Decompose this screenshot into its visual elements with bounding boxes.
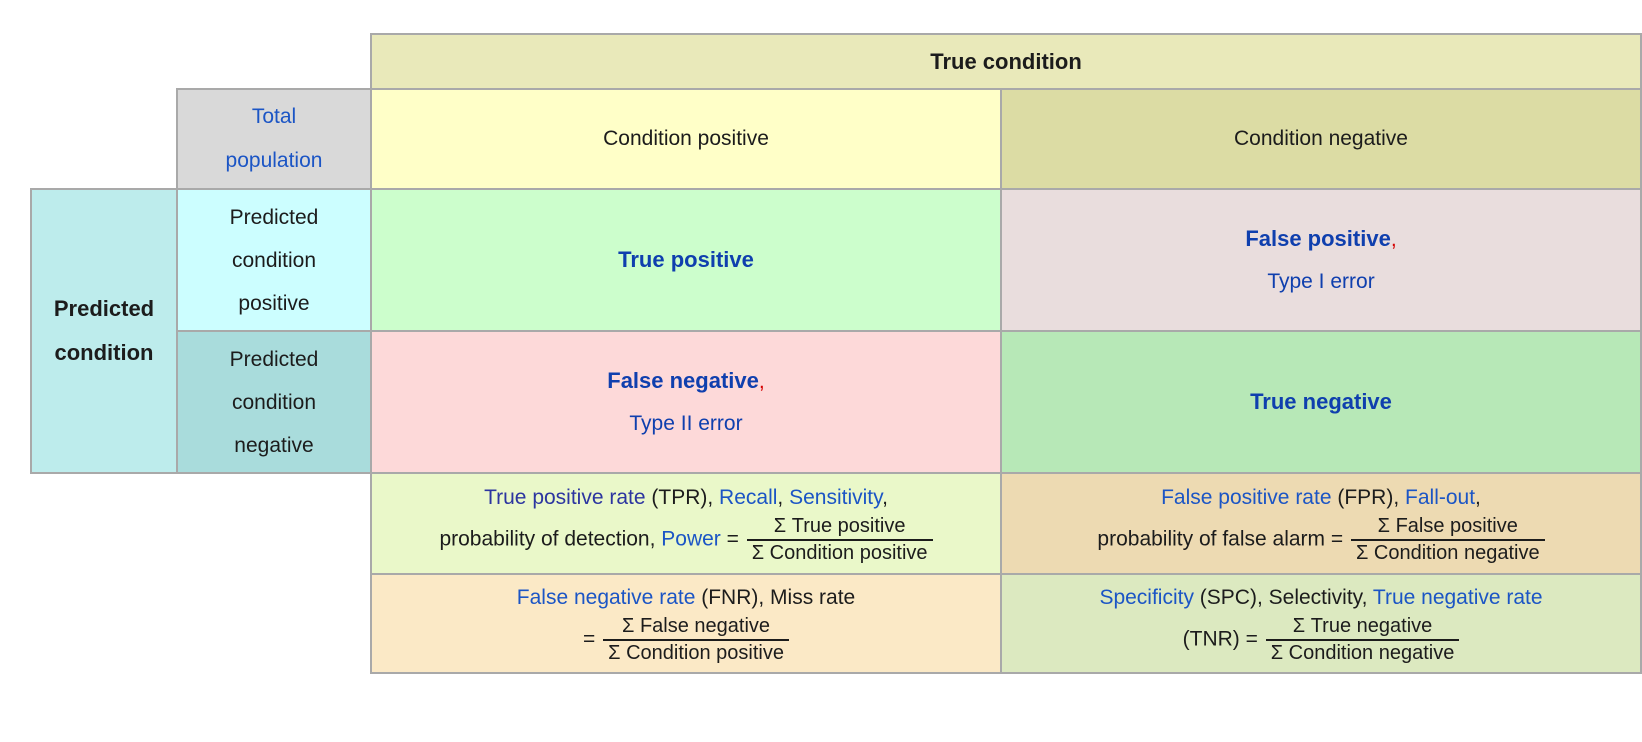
true-condition-label: True condition bbox=[930, 48, 1082, 74]
fnr-cell: False negative rate (FNR), Miss rate = Σ… bbox=[370, 573, 1002, 674]
total-population-line1: Total bbox=[251, 105, 297, 128]
type-2-error-link[interactable]: Type II error bbox=[629, 411, 743, 435]
tpr-fraction-denominator: Σ Condition positive bbox=[751, 542, 928, 564]
empty-left-of-fnr bbox=[31, 574, 371, 673]
false-negative-red-comma: , bbox=[758, 369, 765, 393]
predicted-condition-header: Predicted condition bbox=[30, 188, 178, 474]
fpr-fraction-numerator: Σ False positive bbox=[1350, 514, 1545, 541]
tnr-abbr-text: (SPC), Selectivity, bbox=[1193, 586, 1373, 609]
predicted-condition-line2: condition bbox=[54, 340, 154, 365]
tpr-abbr-text: (TPR), bbox=[645, 486, 720, 509]
false-negative-link[interactable]: False negative bbox=[607, 367, 759, 393]
tnr-lead-text: (TNR) = bbox=[1182, 627, 1264, 651]
false-positive-red-comma: , bbox=[1390, 227, 1397, 251]
condition-positive-label: Condition positive bbox=[603, 127, 769, 150]
true-positive-link[interactable]: True positive bbox=[618, 247, 754, 272]
tnr-line1: Specificity (SPC), Selectivity, True neg… bbox=[1002, 583, 1640, 613]
true-negative-cell: True negative bbox=[1000, 330, 1642, 474]
tpr-fraction-numerator: Σ True positive bbox=[746, 514, 933, 541]
false-positive-cell: False positive, Type I error bbox=[1000, 188, 1642, 332]
predicted-negative-line3: negative bbox=[234, 433, 314, 457]
confusion-matrix-table: True condition Total population Conditio… bbox=[30, 33, 1642, 674]
total-population-cell: Total population bbox=[176, 88, 372, 190]
fnr-fraction-numerator: Σ False negative bbox=[603, 614, 789, 641]
false-negative-title-line: False negative, bbox=[372, 360, 1000, 403]
tpr-separator2: , bbox=[882, 486, 888, 509]
predicted-positive-line1: Predicted bbox=[229, 205, 319, 229]
true-negative-link[interactable]: True negative bbox=[1250, 389, 1392, 414]
recall-link[interactable]: Recall bbox=[719, 486, 778, 509]
fnr-fraction-denominator: Σ Condition positive bbox=[608, 642, 784, 664]
tpr-lead-text: probability of detection, bbox=[439, 527, 662, 551]
fpr-line2: probability of false alarm = Σ False pos… bbox=[1002, 514, 1640, 566]
true-condition-header: True condition bbox=[370, 33, 1642, 90]
fnr-lead-text: = bbox=[583, 627, 602, 651]
total-population-link[interactable]: Total population bbox=[178, 95, 370, 183]
false-positive-subtitle-line: Type I error bbox=[1002, 261, 1640, 303]
tpr-cell: True positive rate (TPR), Recall, Sensit… bbox=[370, 472, 1002, 575]
predicted-condition-positive-cell: Predicted condition positive bbox=[176, 188, 372, 332]
condition-positive-cell: Condition positive bbox=[370, 88, 1002, 190]
tpr-line1: True positive rate (TPR), Recall, Sensit… bbox=[372, 483, 1000, 513]
condition-negative-cell: Condition negative bbox=[1000, 88, 1642, 190]
false-negative-rate-link[interactable]: False negative rate bbox=[516, 586, 696, 609]
fpr-fraction-denominator: Σ Condition negative bbox=[1355, 542, 1540, 564]
fpr-line1: False positive rate (FPR), Fall-out, bbox=[1002, 483, 1640, 513]
tnr-fraction-numerator: Σ True negative bbox=[1265, 614, 1460, 641]
tpr-equals: = bbox=[720, 527, 745, 551]
tpr-separator1: , bbox=[777, 486, 790, 509]
predicted-condition-negative-cell: Predicted condition negative bbox=[176, 330, 372, 474]
true-negative-rate-link[interactable]: True negative rate bbox=[1372, 586, 1543, 609]
false-positive-link[interactable]: False positive bbox=[1245, 225, 1391, 251]
empty-left-of-total bbox=[31, 89, 177, 189]
power-link[interactable]: Power bbox=[661, 527, 721, 551]
total-population-line2: population bbox=[225, 149, 323, 172]
predicted-negative-line1: Predicted bbox=[229, 347, 319, 371]
fpr-lead-text: probability of false alarm = bbox=[1097, 527, 1349, 551]
false-positive-title-line: False positive, bbox=[1002, 218, 1640, 261]
predicted-condition-line1: Predicted bbox=[53, 296, 155, 321]
tnr-fraction-denominator: Σ Condition negative bbox=[1270, 642, 1455, 664]
fpr-cell: False positive rate (FPR), Fall-out, pro… bbox=[1000, 472, 1642, 575]
fpr-separator1: , bbox=[1475, 486, 1481, 509]
sensitivity-link[interactable]: Sensitivity bbox=[789, 486, 883, 509]
false-positive-rate-link[interactable]: False positive rate bbox=[1161, 486, 1332, 509]
true-positive-rate-link[interactable]: True positive rate bbox=[484, 486, 646, 509]
true-positive-cell: True positive bbox=[370, 188, 1002, 332]
fnr-line1: False negative rate (FNR), Miss rate bbox=[372, 583, 1000, 613]
empty-left-of-tpr bbox=[31, 473, 371, 574]
fpr-abbr-text: (FPR), bbox=[1331, 486, 1406, 509]
false-negative-cell: False negative, Type II error bbox=[370, 330, 1002, 474]
fnr-abbr-text: (FNR), Miss rate bbox=[695, 586, 856, 609]
tnr-cell: Specificity (SPC), Selectivity, True neg… bbox=[1000, 573, 1642, 674]
condition-negative-label: Condition negative bbox=[1234, 127, 1408, 150]
false-negative-subtitle-line: Type II error bbox=[372, 403, 1000, 445]
predicted-negative-line2: condition bbox=[231, 390, 317, 414]
predicted-positive-line2: condition bbox=[231, 248, 317, 272]
specificity-link[interactable]: Specificity bbox=[1099, 586, 1194, 609]
predicted-positive-line3: positive bbox=[238, 291, 310, 315]
type-1-error-link[interactable]: Type I error bbox=[1267, 269, 1375, 293]
fall-out-link[interactable]: Fall-out bbox=[1405, 486, 1476, 509]
tpr-line2: probability of detection, Power = Σ True… bbox=[372, 514, 1000, 566]
empty-corner-top bbox=[31, 34, 371, 89]
